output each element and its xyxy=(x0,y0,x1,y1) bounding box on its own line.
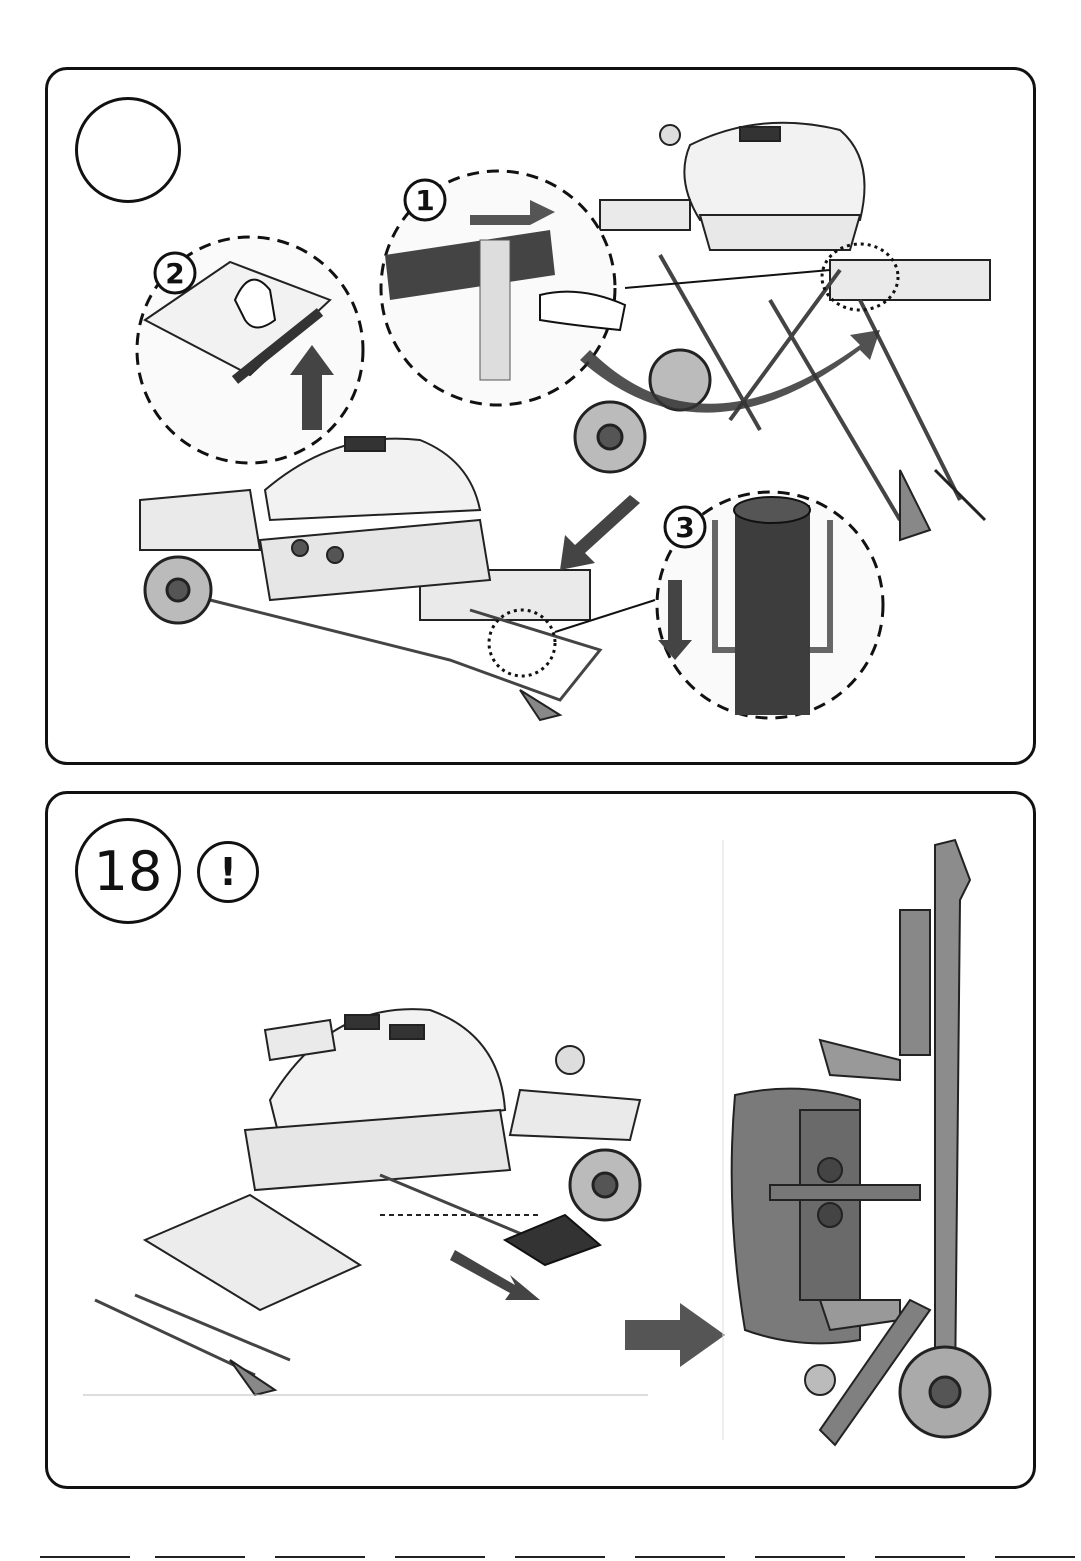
bottom-rule xyxy=(755,1556,845,1558)
bottom-rule xyxy=(875,1556,965,1558)
wheel-illustration-3 xyxy=(570,1150,640,1220)
grill-prepared-illustration xyxy=(95,1009,640,1395)
bottom-rule xyxy=(275,1556,365,1558)
bottom-rule xyxy=(395,1556,485,1558)
remove-tray-arrow xyxy=(450,1250,540,1300)
wheel-illustration-4 xyxy=(900,1347,990,1437)
bottom-rule xyxy=(635,1556,725,1558)
grease-tray xyxy=(505,1215,600,1265)
bottom-rule xyxy=(515,1556,605,1558)
bottom-rule xyxy=(155,1556,245,1558)
bottom-rule xyxy=(995,1556,1075,1558)
bottom-rule xyxy=(40,1556,130,1558)
right-arrow xyxy=(625,1303,725,1367)
